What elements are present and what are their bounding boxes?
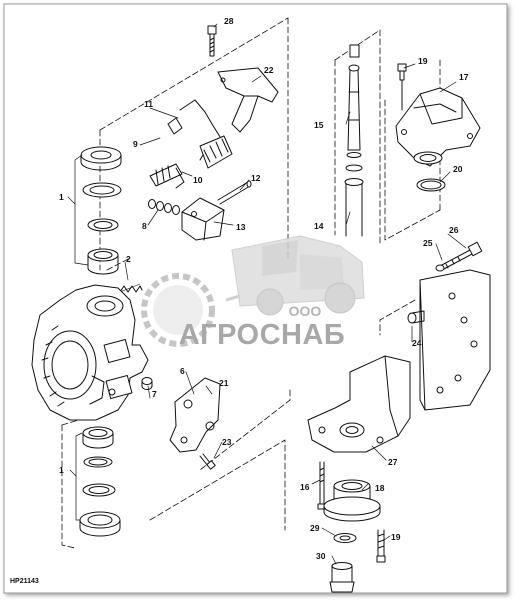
callout-9: 9 bbox=[133, 139, 138, 149]
callout-22: 22 bbox=[264, 65, 274, 75]
callout-18: 18 bbox=[375, 483, 385, 493]
callout-19-top: 19 bbox=[418, 56, 428, 66]
bracket-27 bbox=[307, 355, 411, 453]
callout-24: 24 bbox=[412, 338, 422, 348]
callout-2: 2 bbox=[126, 254, 131, 264]
watermark-company-name: АГРОСНАБ bbox=[179, 319, 346, 351]
callout-16: 16 bbox=[300, 482, 310, 492]
callout-27: 27 bbox=[388, 457, 398, 467]
plug-7 bbox=[141, 377, 153, 390]
callout-labels: 28 22 11 9 10 12 8 13 1 2 15 14 19 17 20… bbox=[59, 16, 469, 561]
callout-28: 28 bbox=[224, 16, 234, 26]
seal-stack-1-bottom bbox=[79, 426, 121, 537]
ring-20 bbox=[416, 178, 446, 192]
callout-1-bottom: 1 bbox=[59, 465, 64, 475]
callout-11: 11 bbox=[144, 99, 153, 109]
callout-17: 17 bbox=[459, 72, 469, 82]
diagram-id: HP21143 bbox=[10, 578, 39, 585]
callout-30: 30 bbox=[316, 551, 326, 561]
bracket-22 bbox=[217, 67, 279, 133]
bolt-26 bbox=[435, 241, 483, 272]
solenoid-assembly-9 bbox=[149, 99, 233, 189]
callout-23: 23 bbox=[222, 437, 232, 447]
bolt-23 bbox=[199, 453, 216, 470]
callout-10: 10 bbox=[193, 175, 203, 185]
cap-17 bbox=[395, 63, 481, 167]
callout-19-bottom: 19 bbox=[391, 532, 401, 542]
callout-6: 6 bbox=[180, 366, 185, 376]
watermark-logo: ООО АГРОСНАБ bbox=[141, 235, 365, 351]
callout-20: 20 bbox=[453, 164, 463, 174]
bushing-18 bbox=[323, 479, 381, 522]
steering-housing bbox=[31, 284, 149, 421]
plug-30 bbox=[329, 562, 355, 593]
pin-12 bbox=[217, 180, 252, 205]
spring-2 bbox=[119, 283, 143, 293]
callout-13: 13 bbox=[236, 222, 246, 232]
o-rings-8 bbox=[148, 199, 180, 215]
watermark-company-prefix: ООО bbox=[289, 303, 322, 319]
callout-14: 14 bbox=[314, 221, 324, 231]
callout-25: 25 bbox=[423, 238, 433, 248]
callout-8: 8 bbox=[142, 221, 147, 231]
bolt-19-lower bbox=[376, 529, 386, 563]
bolt-16 bbox=[317, 461, 327, 510]
bushing-24 bbox=[407, 310, 425, 324]
callout-1-top: 1 bbox=[59, 192, 64, 202]
callout-15: 15 bbox=[314, 120, 324, 130]
callout-7: 7 bbox=[152, 389, 157, 399]
callout-29: 29 bbox=[310, 523, 320, 533]
bolt-28 bbox=[207, 25, 217, 57]
mounting-plate bbox=[419, 269, 491, 411]
callout-21: 21 bbox=[219, 378, 229, 388]
bracket-21 bbox=[169, 377, 221, 453]
callout-26: 26 bbox=[449, 225, 459, 235]
shaft-14 bbox=[344, 44, 364, 237]
seal-stack-1-top bbox=[80, 146, 122, 275]
leader-lines bbox=[67, 23, 467, 565]
washer-29 bbox=[333, 533, 357, 543]
callout-12: 12 bbox=[251, 173, 261, 183]
block-13 bbox=[181, 197, 225, 241]
